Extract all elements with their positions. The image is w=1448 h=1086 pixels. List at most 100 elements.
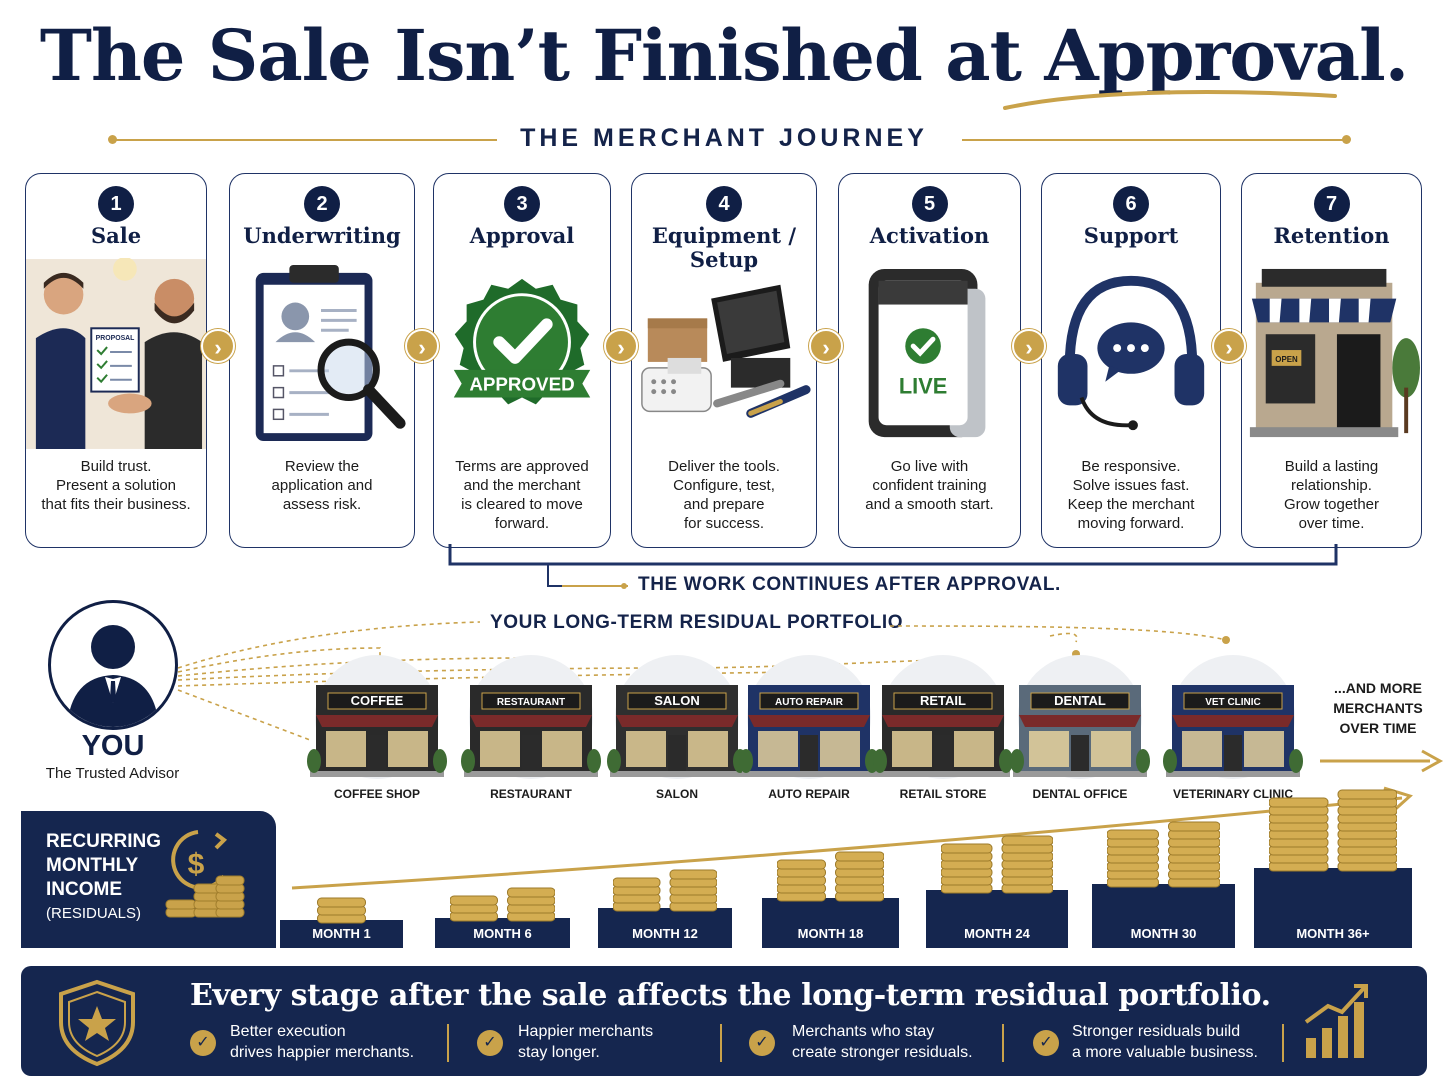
footer-divider — [1002, 1024, 1004, 1062]
stage-description: Build trust. Present a solution that fit… — [41, 458, 191, 513]
dollar-coins-icon: $ — [165, 830, 245, 918]
clipboard-magnifier-illustration — [255, 264, 406, 442]
stage-description: Terms are approved and the merchant is c… — [455, 458, 589, 532]
footer-divider — [720, 1024, 722, 1062]
shop-sign: COFFEE — [351, 693, 404, 708]
chevron-right-icon: › — [1012, 329, 1046, 363]
proposal-doc-label: PROPOSAL — [96, 335, 135, 342]
stage-card-sale: 1 Sale PROPOSAL Build trust. Present a s… — [25, 173, 207, 548]
gold-rule-left — [112, 139, 497, 141]
income-subtitle: (RESIDUALS) — [46, 905, 142, 922]
stage-title: Approval — [469, 223, 575, 248]
title-underline-swoosh — [1003, 90, 1337, 110]
month-pedestal — [280, 920, 403, 948]
stage-number: 7 — [1313, 186, 1350, 222]
advisor-silhouette-icon — [67, 625, 159, 727]
stage-number: 2 — [304, 186, 340, 222]
open-sign-text: OPEN — [1275, 355, 1298, 364]
check-icon: ✓ — [190, 1030, 216, 1056]
shop-label: RETAIL STORE — [899, 787, 987, 801]
shop-illustration: DENTAL — [1005, 655, 1155, 785]
stage-card-retention: 7 Retention OPEN Build a lasting relatio… — [1241, 173, 1422, 548]
stage-card-activation: 5 Activation LIVE Go live with confident… — [838, 173, 1021, 548]
page-title: The Sale Isn’t Finished at Approval. — [39, 14, 1409, 97]
month-label: MONTH 30 — [1130, 926, 1197, 941]
month-pedestal — [1254, 868, 1412, 948]
stage-title: Support — [1083, 223, 1179, 248]
footer-banner — [21, 966, 1427, 1076]
month-label: MONTH 6 — [473, 926, 532, 941]
shop-label: AUTO REPAIR — [768, 787, 850, 801]
check-icon: ✓ — [1033, 1030, 1059, 1056]
coin-stack-icon — [1269, 789, 1397, 872]
stage-title: Retention — [1273, 223, 1390, 248]
pos-equipment-illustration — [641, 284, 811, 418]
stage-number: 4 — [706, 186, 742, 222]
stage-card-underwriting: 2 Underwriting Review the application an… — [229, 173, 415, 548]
svg-text:$: $ — [188, 848, 205, 881]
live-terminal-illustration: LIVE — [868, 268, 986, 438]
shop-illustration: SALON — [602, 655, 752, 785]
shop-illustration: RETAIL — [868, 655, 1018, 785]
shop-sign: SALON — [654, 693, 700, 708]
stage-card-approval: 3 Approval APPROVED Terms are approved a… — [433, 173, 611, 548]
shop-sign: VET CLINIC — [1205, 697, 1261, 708]
footer-divider — [447, 1024, 449, 1062]
stage-description: Go live with confident training and a sm… — [865, 458, 994, 513]
shield-star-icon — [59, 979, 135, 1067]
shop-label: COFFEE SHOP — [333, 787, 420, 801]
shop-sign: RESTAURANT — [497, 697, 565, 708]
month-label: MONTH 36+ — [1296, 926, 1370, 941]
shop-label: RESTAURANT — [490, 787, 572, 801]
chevron-right-icon: › — [604, 329, 638, 363]
stage-number: 5 — [911, 186, 948, 222]
shop-illustration: COFFEE — [302, 655, 452, 785]
shop-label: VETERINARY CLINIC — [1172, 787, 1293, 801]
shop-sign: DENTAL — [1054, 693, 1106, 708]
footer-point: Better execution drives happier merchant… — [230, 1023, 415, 1061]
stage-title: Sale — [90, 223, 142, 248]
month-label: MONTH 24 — [964, 926, 1030, 941]
shop-label: DENTAL OFFICE — [1032, 787, 1128, 801]
shop-illustration: AUTO REPAIR — [734, 655, 884, 785]
month-label: MONTH 1 — [312, 926, 371, 941]
advisor-subtitle: The Trusted Advisor — [45, 765, 180, 782]
month-pedestal — [598, 908, 732, 948]
chevron-right-icon: › — [201, 329, 235, 363]
journey-heading: THE MERCHANT JOURNEY — [520, 124, 928, 152]
month-pedestal — [1092, 884, 1235, 948]
advisor-avatar — [48, 600, 178, 730]
stage-card-support: 6 Support Be responsive. Solve issues fa… — [1041, 173, 1221, 548]
month-pedestal — [926, 890, 1068, 948]
coin-stack-icon — [317, 897, 366, 924]
month-label: MONTH 18 — [797, 926, 864, 941]
coin-stack-icon — [941, 835, 1053, 894]
month-pedestal — [762, 898, 899, 948]
stage-description: Build a lasting relationship. Grow toget… — [1283, 458, 1380, 532]
shop-label: SALON — [656, 787, 698, 801]
storefront-illustration: OPEN — [1249, 268, 1421, 438]
shop-illustration: VET CLINIC — [1158, 655, 1308, 785]
month-label: MONTH 12 — [632, 926, 698, 941]
stage-number: 6 — [1113, 186, 1149, 222]
arrow-right-icon — [1320, 749, 1444, 773]
coin-stack-icon — [777, 851, 884, 902]
check-icon: ✓ — [749, 1030, 775, 1056]
more-merchants-note: ...AND MORE MERCHANTS OVER TIME — [1333, 680, 1423, 736]
gold-dot — [1342, 135, 1351, 144]
month-pedestal — [435, 918, 570, 948]
shop-illustration: RESTAURANT — [456, 655, 606, 785]
growth-chart-icon — [1304, 984, 1368, 1058]
approved-badge-text: APPROVED — [469, 374, 574, 395]
chevron-right-icon: › — [405, 329, 439, 363]
live-screen-text: LIVE — [899, 374, 947, 399]
stage-title: Underwriting — [243, 223, 401, 248]
shop-sign: AUTO REPAIR — [775, 697, 844, 708]
stage-description: Review the application and assess risk. — [271, 458, 373, 513]
footer-point: Merchants who stay create stronger resid… — [792, 1023, 973, 1061]
stage-description: Be responsive. Solve issues fast. Keep t… — [1067, 458, 1195, 532]
stage-title: Equipment / Setup — [651, 223, 797, 272]
coin-stack-icon — [450, 887, 555, 922]
footer-point: Stronger residuals build a more valuable… — [1072, 1023, 1258, 1061]
stage-number: 1 — [98, 186, 134, 222]
